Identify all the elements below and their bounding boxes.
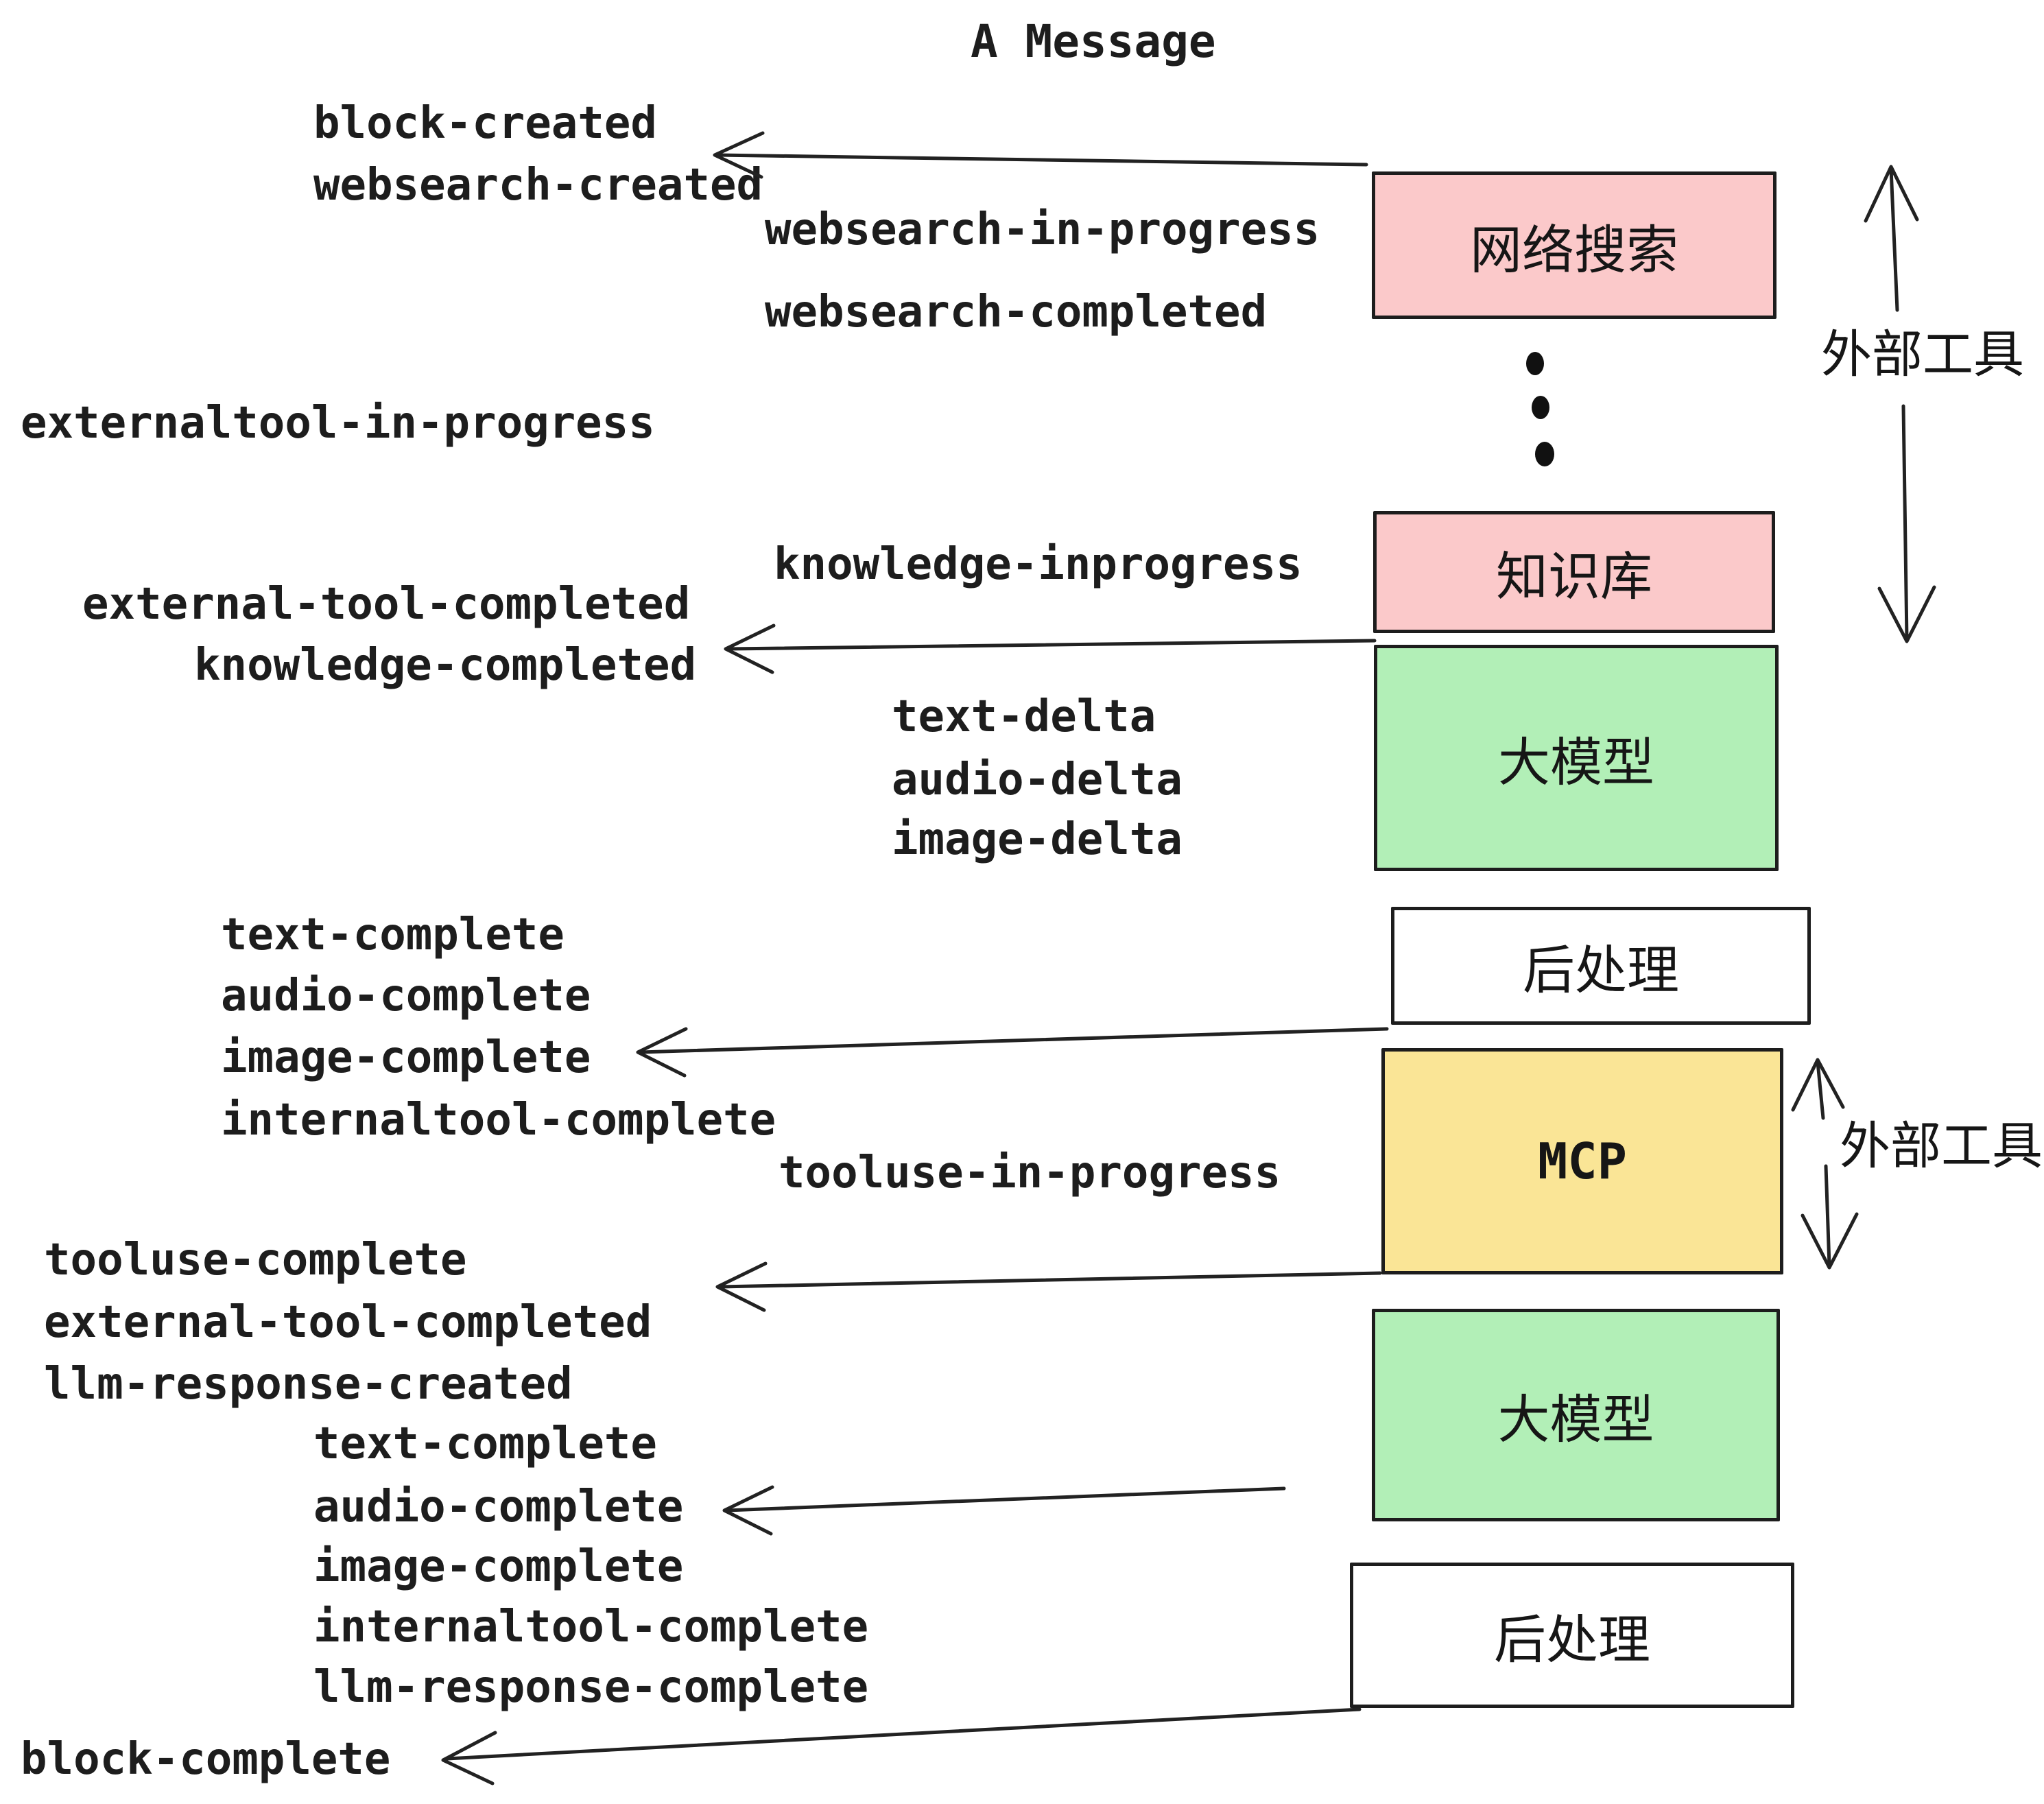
event-label-image-complete-1: image-complete [221,1032,591,1083]
node-llm-1: 大模型 [1374,645,1779,871]
event-label-external-tool-completed-2: external-tool-completed [44,1297,652,1348]
event-label-audio-delta-1: audio-delta [892,755,1183,805]
event-label-websearch-in-progress: websearch-in-progress [765,204,1320,255]
event-label-tooluse-in-progress: tooluse-in-progress [779,1148,1281,1198]
arrow-left-block-created [713,131,1368,179]
node-postprocess-2-label: 后处理 [1494,1609,1650,1670]
event-label-image-complete-2: image-complete [313,1541,684,1592]
node-postprocess-1: 后处理 [1391,907,1811,1025]
node-mcp-label: MCP [1537,1132,1628,1190]
event-label-llm-response-complete: llm-response-complete [313,1662,869,1713]
arrow-left-block-complete [441,1707,1362,1785]
node-llm-1-label: 大模型 [1498,732,1654,793]
event-label-internaltool-complete-2: internaltool-complete [313,1602,869,1652]
node-postprocess-1-label: 后处理 [1523,940,1679,1001]
event-label-websearch-created: websearch-created [313,160,763,211]
arrow-left-image-complete [636,1027,1389,1078]
double-arrow-external-tools-1 [1864,165,1936,643]
event-label-websearch-completed: websearch-completed [765,287,1268,337]
annotation-external-tools-2: 外部工具 [1840,1117,2043,1176]
event-label-text-complete-1: text-complete [221,910,565,960]
node-knowledge-base-label: 知识库 [1496,546,1652,607]
node-mcp: MCP [1381,1048,1783,1274]
vertical-ellipsis-icon [1526,352,1554,466]
event-label-text-complete-2: text-complete [313,1419,657,1469]
event-label-text-delta-1: text-delta [892,691,1156,742]
node-websearch-label: 网络搜索 [1470,219,1678,281]
arrow-left-knowledge-completed [724,624,1377,674]
node-websearch: 网络搜索 [1372,171,1776,319]
page-title: A Message [971,15,1216,68]
event-label-tooluse-complete: tooluse-complete [44,1235,467,1285]
event-label-block-complete: block-complete [21,1734,391,1785]
event-label-externaltool-in-progress: externaltool-in-progress [21,398,655,449]
event-label-audio-complete-1: audio-complete [221,971,591,1021]
event-label-image-delta-1: image-delta [892,814,1183,865]
event-label-knowledge-completed: knowledge-completed [194,640,697,691]
event-label-internaltool-complete-1: internaltool-complete [221,1095,776,1146]
node-llm-2-label: 大模型 [1497,1389,1654,1450]
node-knowledge-base: 知识库 [1373,511,1775,633]
event-label-external-tool-completed: external-tool-completed [82,579,691,630]
event-label-block-created: block-created [313,98,657,149]
event-label-llm-response-created: llm-response-created [44,1359,573,1410]
arrow-left-audio-complete [722,1485,1286,1536]
node-llm-2: 大模型 [1372,1309,1780,1521]
arrow-left-tooluse-complete [715,1261,1382,1312]
node-postprocess-2: 后处理 [1350,1563,1794,1708]
annotation-external-tools-1: 外部工具 [1821,325,2024,384]
event-label-knowledge-inprogress: knowledge-inprogress [774,539,1303,590]
event-label-audio-complete-2: audio-complete [313,1482,684,1532]
